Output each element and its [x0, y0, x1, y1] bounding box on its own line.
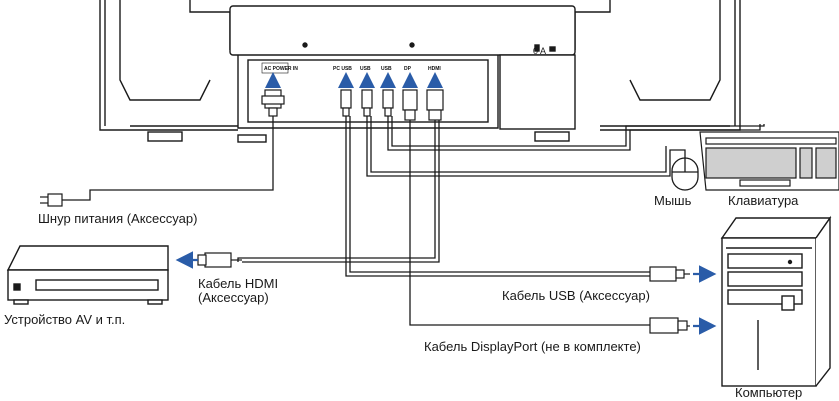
usb-plug-icon	[649, 266, 685, 282]
power-plug-icon	[40, 193, 63, 207]
power-cord-label: Шнур питания (Аксессуар)	[38, 211, 198, 226]
direction-arrows	[175, 251, 717, 335]
port-label-hdmi: HDMI	[428, 66, 441, 72]
keyboard-label: Клавиатура	[728, 193, 799, 208]
computer-leads	[684, 273, 690, 327]
hdmi-cable-label-line2: (Аксессуар)	[198, 290, 269, 305]
keyboard-icon	[699, 131, 839, 191]
computer-label: Компьютер	[735, 385, 803, 400]
port-arrows	[265, 72, 443, 88]
cables	[62, 116, 765, 326]
av-device-label: Устройство AV и т.п.	[4, 312, 126, 327]
mouse-icon	[671, 157, 699, 191]
hdmi-cable-label-line1: Кабель HDMI	[198, 276, 279, 291]
computer-icon	[720, 215, 832, 387]
displayport-cable-line	[409, 120, 650, 326]
displayport-cable-label: Кабель DisplayPort (не в комплекте)	[424, 339, 641, 354]
usb-cable-label: Кабель USB (Аксессуар)	[502, 288, 650, 303]
usb-cable-line	[345, 116, 650, 277]
displayport-plug-icon	[649, 317, 688, 334]
monitor	[99, 0, 741, 143]
power-cord-line	[62, 116, 274, 201]
kensington-lock-label: 0 A	[533, 46, 547, 56]
port-label-dp: DP	[404, 66, 412, 72]
hdmi-plug-icon	[197, 252, 242, 268]
port-label-usb1: USB	[360, 66, 371, 72]
av-device-icon	[6, 245, 169, 305]
port-label-usb2: USB	[381, 66, 392, 72]
port-label-ac: AC POWER IN	[264, 66, 298, 72]
mouse-label: Мышь	[654, 193, 692, 208]
port-label-pc-usb: PC USB	[333, 66, 352, 72]
panel-plugs	[261, 89, 444, 121]
hdmi-cable-line	[237, 120, 436, 262]
